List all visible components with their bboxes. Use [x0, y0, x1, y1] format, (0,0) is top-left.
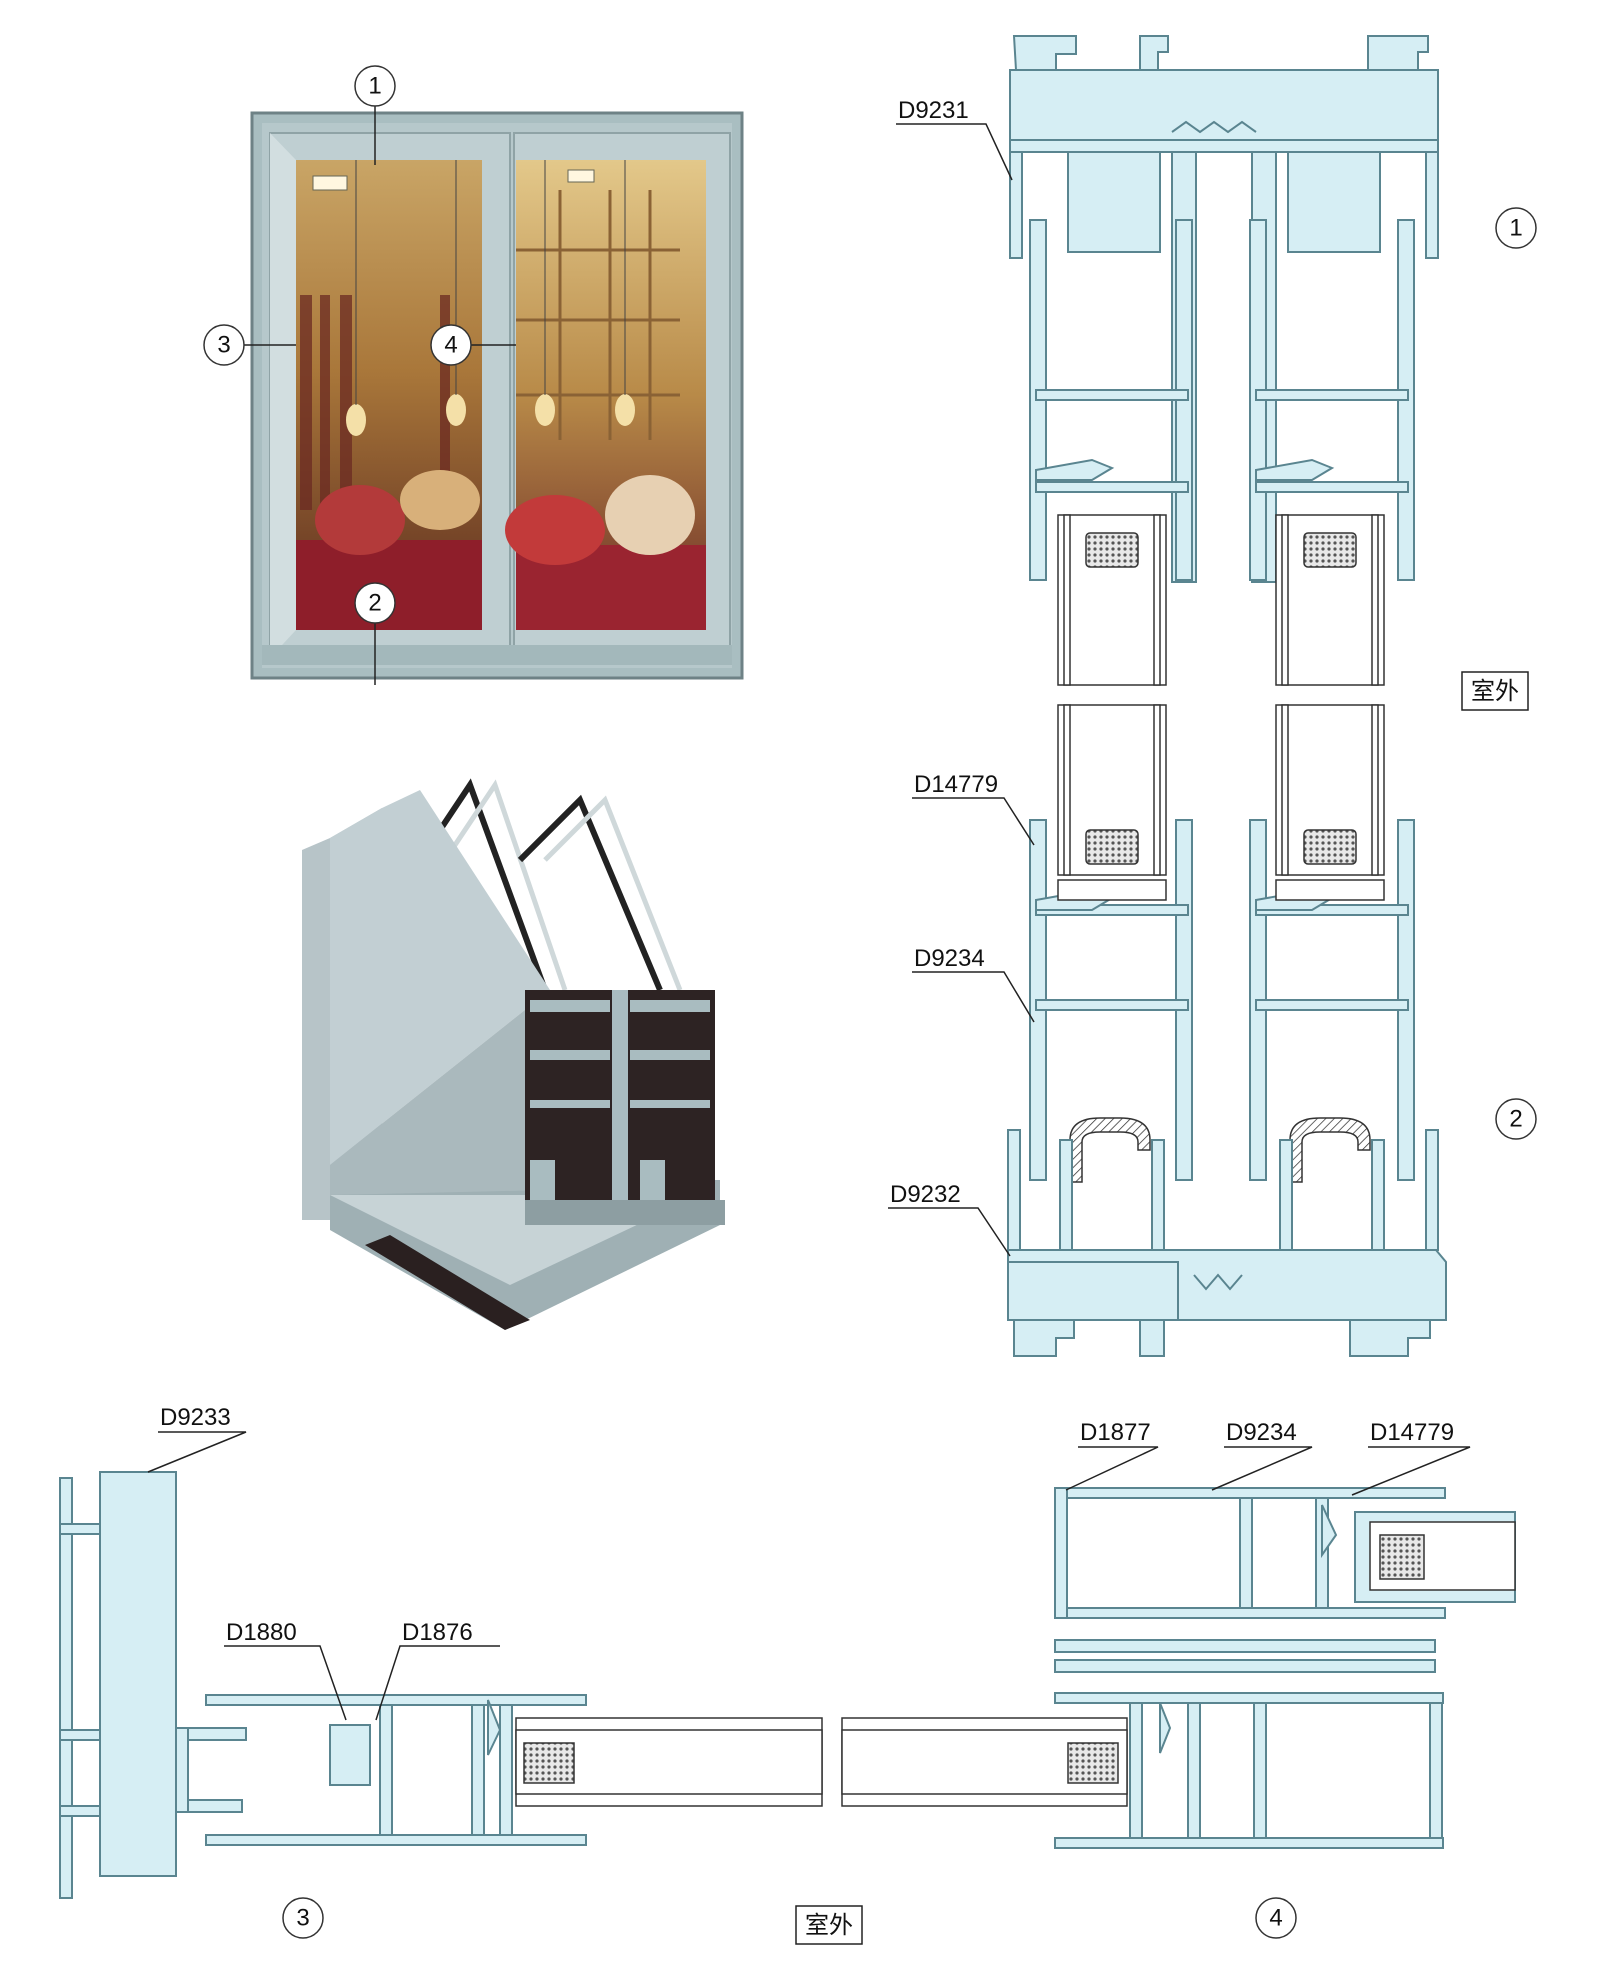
label-d9234-right: D9234 [1226, 1419, 1297, 1446]
marker-1-label: 1 [1509, 215, 1522, 242]
label-d9234: D9234 [914, 945, 985, 972]
label-d1876: D1876 [402, 1619, 473, 1646]
horizontal-section-left: D9233 D1880 D1876 3 [59, 1404, 823, 1939]
lower-sashes [1029, 819, 1415, 1183]
marker-3-label: 3 [296, 1905, 309, 1932]
window-photo [250, 111, 744, 680]
label-d14779-right: D14779 [1370, 1419, 1454, 1446]
label-d9232: D9232 [890, 1181, 961, 1208]
right-sash-upper [1249, 219, 1415, 581]
callout-2-label: 2 [368, 590, 381, 617]
callout-4 [430, 324, 472, 366]
callout-2 [354, 582, 396, 624]
top-frame-profile [1009, 35, 1439, 583]
label-d1880: D1880 [226, 1619, 297, 1646]
marker-1 [1495, 207, 1537, 249]
marker-4 [1255, 1897, 1297, 1939]
vertical-section: D9231 D14779 D9234 D9232 室外 1 2 [888, 35, 1537, 1357]
outdoor-label-vertical: 室外 [1471, 677, 1519, 705]
marker-2 [1495, 1098, 1537, 1140]
marker-4-label: 4 [1269, 1905, 1282, 1932]
label-d9231: D9231 [898, 97, 969, 124]
outdoor-label-bottom: 室外 [805, 1911, 853, 1939]
callout-1 [354, 65, 396, 107]
label-d9233: D9233 [160, 1404, 231, 1431]
side-frame-profile [99, 1471, 177, 1877]
callout-3 [203, 324, 245, 366]
vertical-section-labels: D9231 D14779 D9234 D9232 室外 1 2 [888, 97, 1537, 1257]
corner-cutaway-render [302, 778, 725, 1330]
left-sash-upper [1029, 219, 1193, 581]
label-d1877: D1877 [1080, 1419, 1151, 1446]
marker-2-label: 2 [1509, 1106, 1522, 1133]
marker-3 [282, 1897, 324, 1939]
callout-3-label: 3 [217, 332, 230, 359]
glass-units [1057, 514, 1385, 876]
outdoor-box-bottom [795, 1905, 863, 1945]
callout-4-label: 4 [444, 332, 457, 359]
outdoor-box-vertical [1461, 671, 1529, 711]
adaptor-profile [329, 1724, 371, 1786]
callout-1-label: 1 [368, 73, 381, 100]
horizontal-section-right: D1877 D9234 D14779 4 [841, 1419, 1516, 1939]
photo-callouts: 1 2 3 4 [203, 65, 516, 685]
bottom-frame-profile [1007, 1129, 1447, 1357]
label-d14779: D14779 [914, 771, 998, 798]
